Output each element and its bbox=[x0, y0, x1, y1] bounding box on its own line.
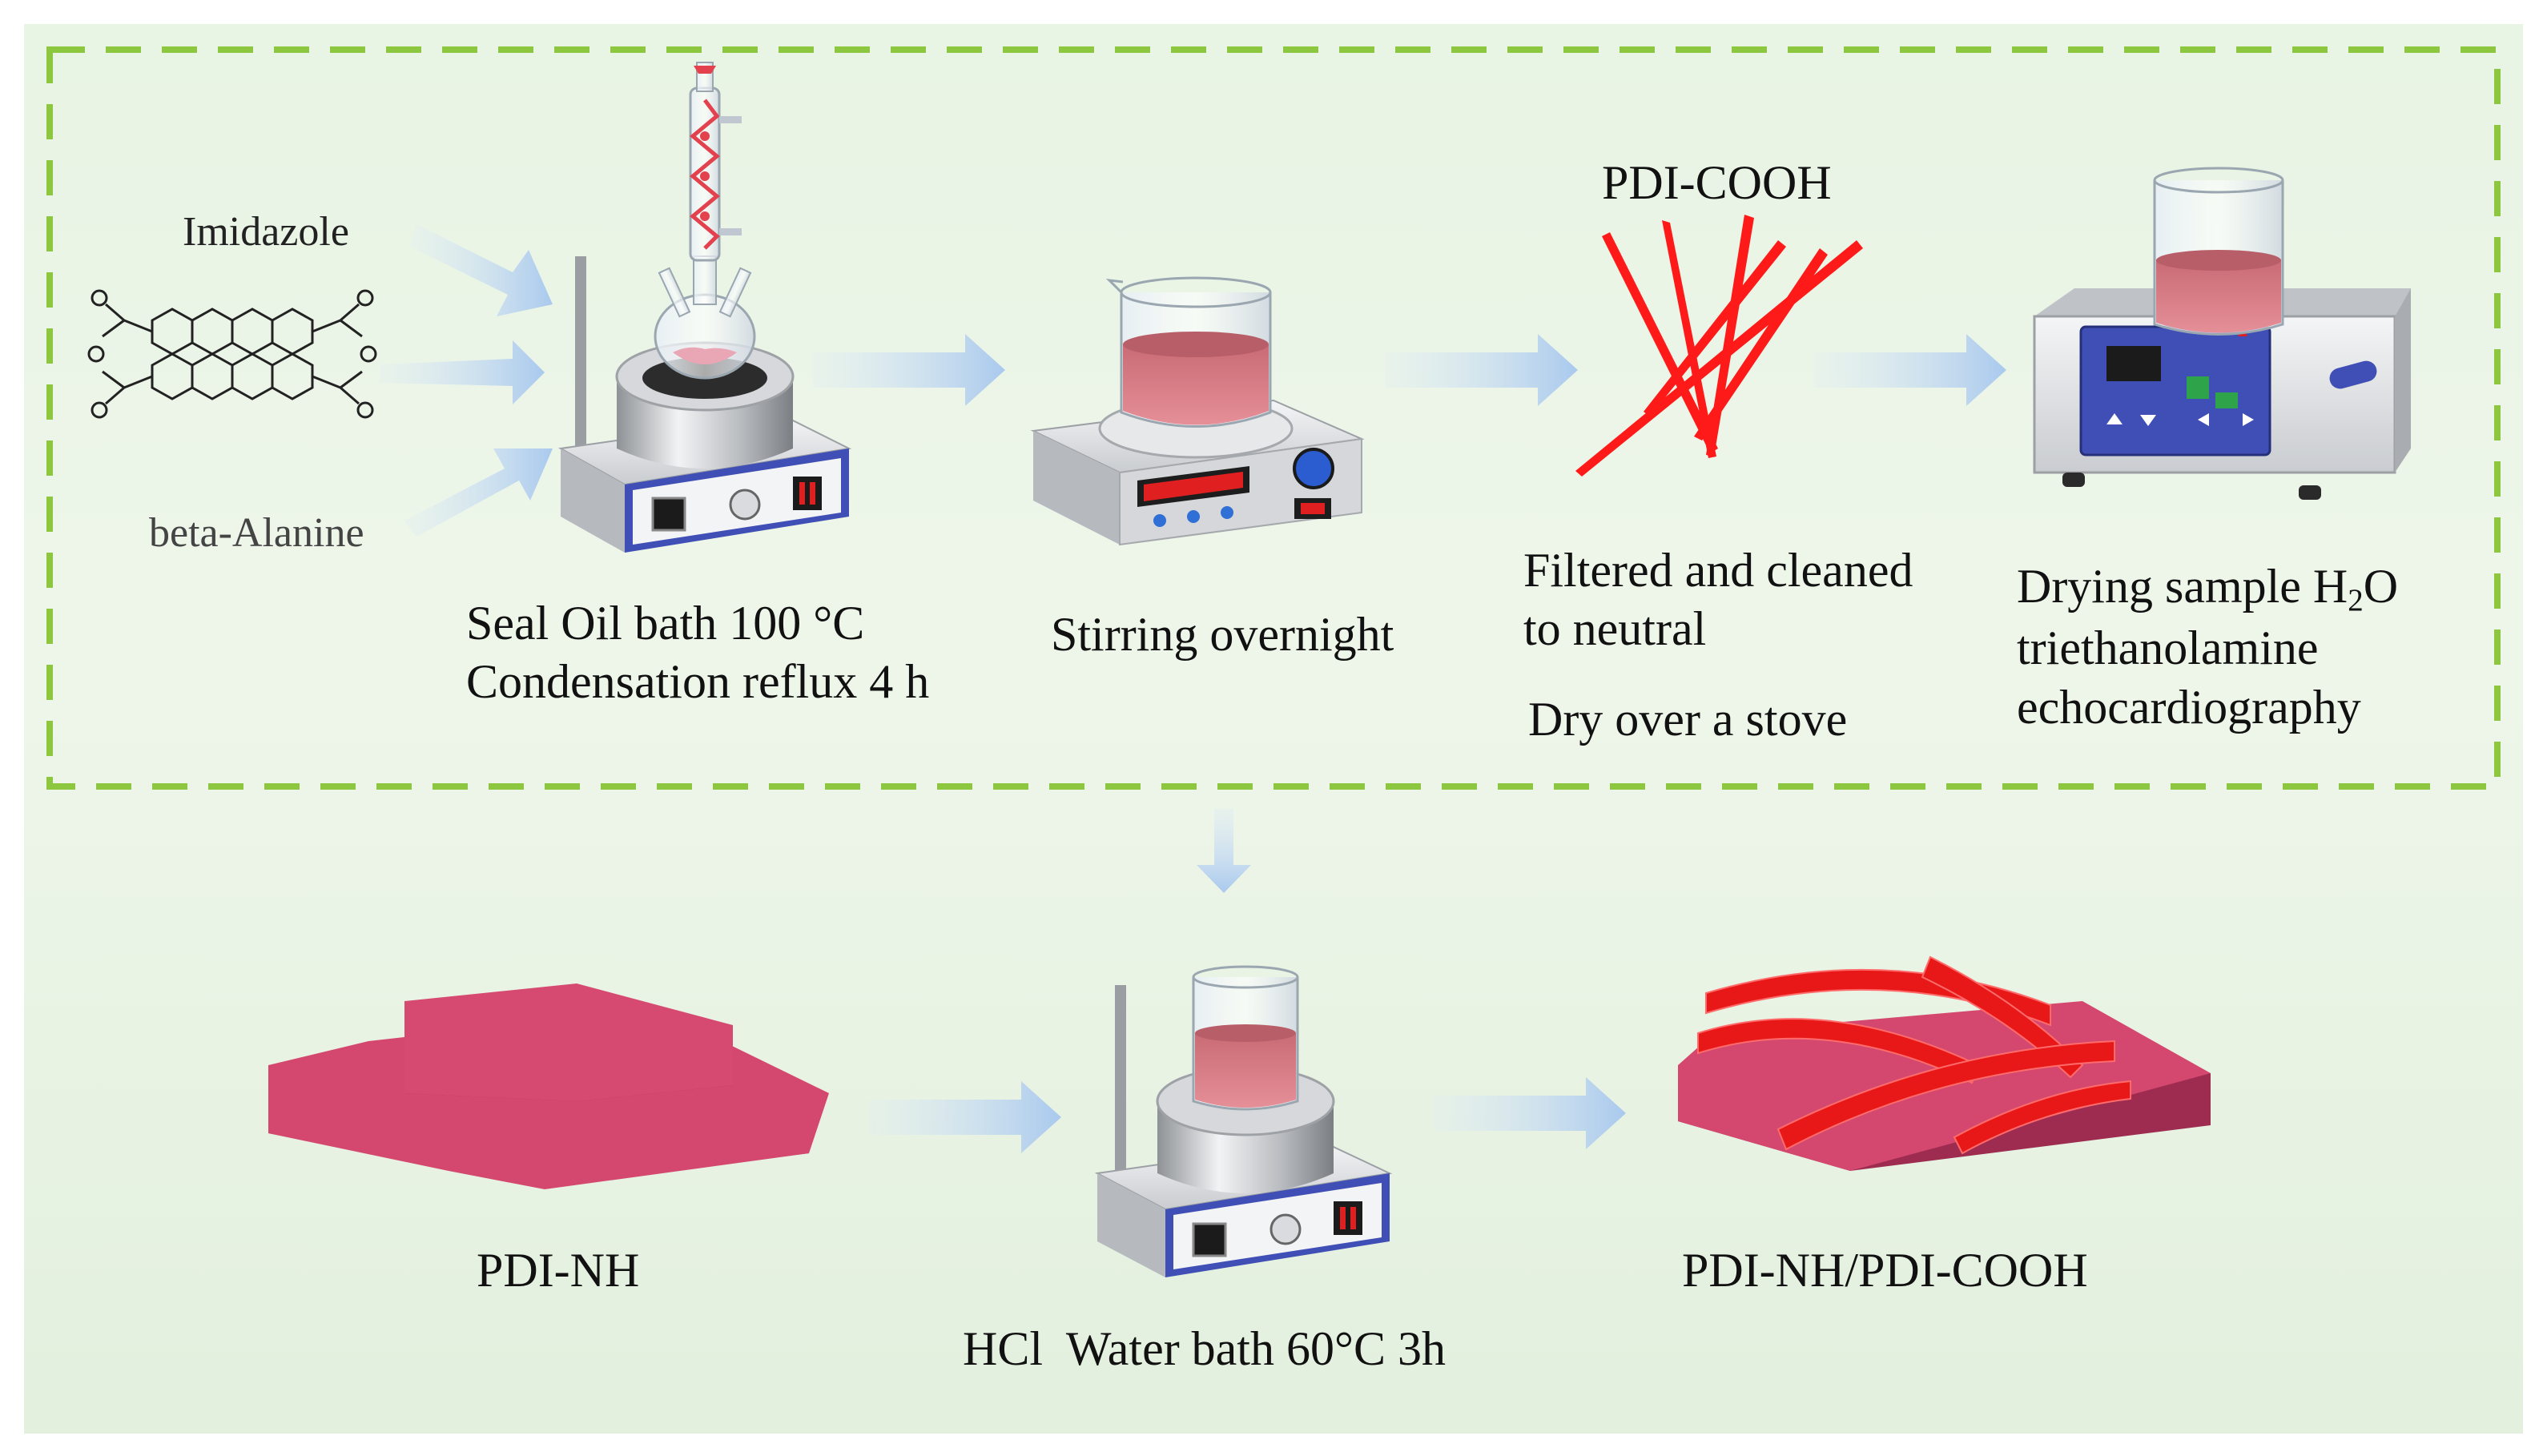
drying-sample-line-3: echocardiography bbox=[2017, 680, 2361, 734]
filter-line-1: Filtered and cleaned bbox=[1523, 544, 1913, 597]
water-bath-label: HCl Water bath 60°C 3h bbox=[963, 1322, 1446, 1375]
magnetic-stirrer bbox=[1030, 276, 1365, 546]
drying-sample-line-2: triethanolamine bbox=[2017, 621, 2319, 675]
ultrasonic-cleaner bbox=[2033, 167, 2411, 500]
reagent-arrows bbox=[380, 224, 553, 537]
pdi-nh-sheets bbox=[268, 983, 829, 1189]
dry-stove-label: Dry over a stove bbox=[1528, 693, 1848, 746]
oil-bath-line-1: Seal Oil bath 100 °C bbox=[466, 597, 865, 650]
ptcda-molecule bbox=[87, 289, 377, 419]
stirring-label: Stirring overnight bbox=[1051, 608, 1394, 661]
filter-label: Filtered and cleaned to neutral bbox=[1523, 541, 1913, 658]
beta-alanine-label: beta-Alanine bbox=[149, 510, 364, 556]
composite-label: PDI-NH/PDI-COOH bbox=[1682, 1244, 2088, 1297]
dashed-process-box bbox=[46, 46, 2501, 790]
down-arrow bbox=[1197, 809, 1251, 893]
pdi-nh-label: PDI-NH bbox=[477, 1244, 640, 1297]
filter-line-2: to neutral bbox=[1523, 602, 1707, 656]
drying-sample-line-1: Drying sample H2O bbox=[2017, 560, 2399, 617]
oil-bath-line-2: Condensation reflux 4 h bbox=[466, 655, 930, 709]
pdi-cooh-label: PDI-COOH bbox=[1602, 156, 1832, 209]
water-bath-apparatus bbox=[1094, 965, 1393, 1277]
pdi-cooh-crystals bbox=[1575, 215, 1863, 477]
drying-sample-label: Drying sample H2O triethanolamine echoca… bbox=[2017, 557, 2398, 737]
oil-bath-reflux-apparatus bbox=[557, 62, 852, 553]
imidazole-label: Imidazole bbox=[183, 209, 349, 255]
pdi-nh-pdi-cooh-composite bbox=[1678, 955, 2211, 1171]
oil-bath-label: Seal Oil bath 100 °C Condensation reflux… bbox=[466, 594, 929, 711]
